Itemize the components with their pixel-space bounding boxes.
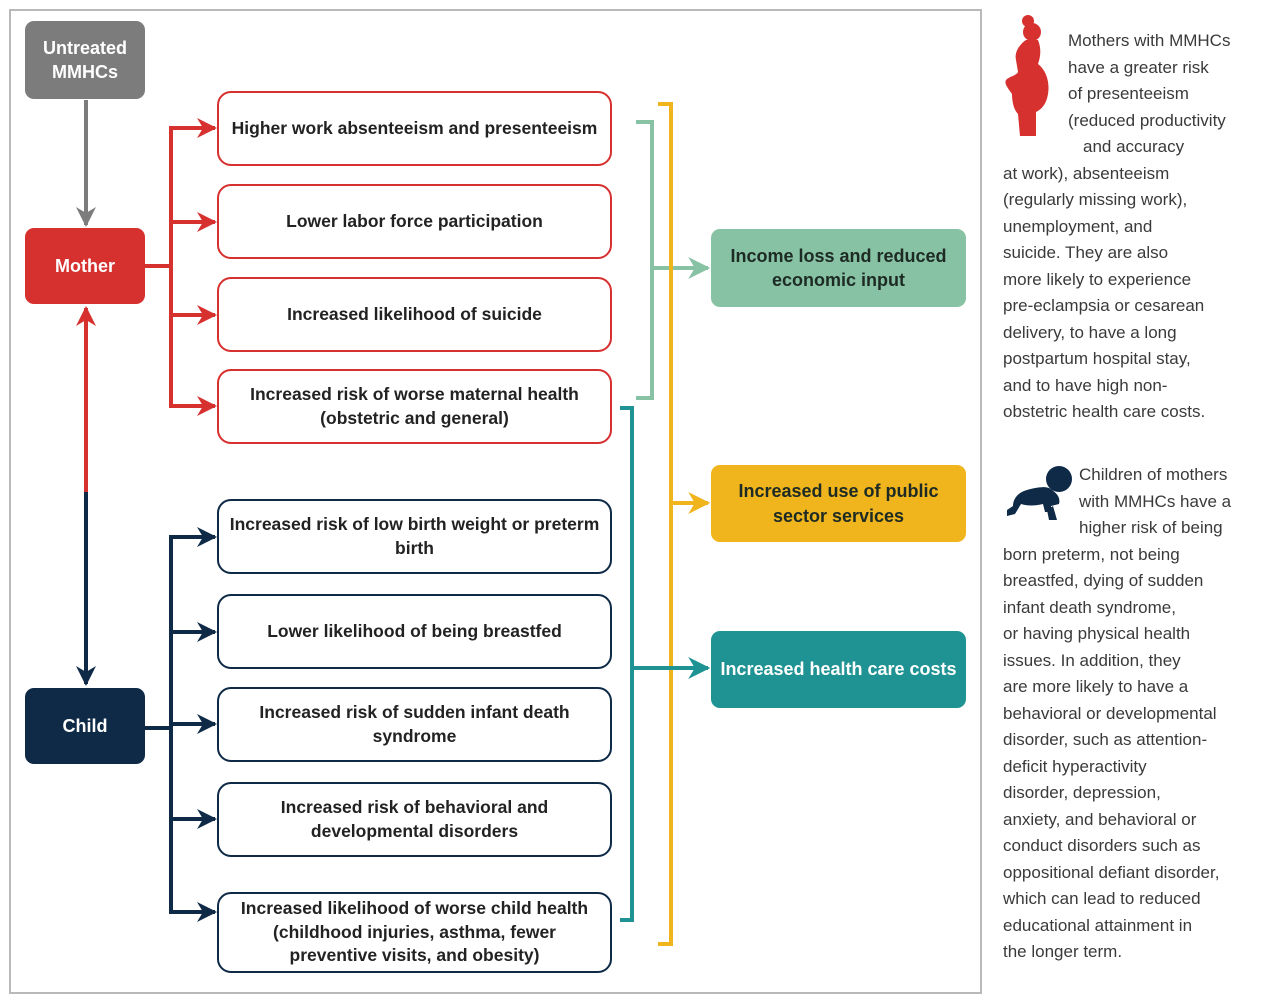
mother-description-line: unemployment, and [1003, 216, 1153, 236]
child-description-line: which can lead to reduced [1003, 889, 1201, 908]
mother-description-line: Mothers with MMHCs [1068, 31, 1231, 50]
child-description-line: disorder, such as attention- [1003, 730, 1208, 749]
mother-effect-text: Increased risk of worse maternal health … [250, 383, 579, 428]
mother-effect-text: Increased likelihood of suicide [287, 303, 542, 324]
child-description: Children of mothers with MMHCs have a hi… [1003, 462, 1265, 966]
child-description-line: the longer term. [1003, 942, 1123, 961]
mother-description-line: (regularly missing work), [1003, 190, 1188, 209]
income-loss-outcome: Income loss and reduced economic input [711, 229, 966, 307]
child-description-line: are more likely to have a [1003, 677, 1189, 696]
child-effect-text: Increased risk of low birth weight or pr… [229, 513, 600, 558]
child-description-line: issues. In addition, they [1003, 650, 1181, 670]
mother-effect-text: Higher work absenteeism and presenteeism [231, 117, 598, 138]
mother-description-line: delivery, to have a long [1003, 322, 1177, 342]
mother-label: Mother [55, 255, 115, 276]
mother-effect-box: Higher work absenteeism and presenteeism [217, 91, 612, 166]
mother-effect-box: Increased likelihood of suicide [217, 277, 612, 352]
mother-node: Mother [25, 228, 145, 304]
child-effect-text: Increased likelihood of worse child heal… [240, 898, 589, 966]
child-description-line: deficit hyperactivity [1003, 756, 1147, 776]
child-description-line: anxiety, and behavioral or [1003, 809, 1197, 829]
bracket-health [620, 406, 634, 922]
public-services-label: Increased use of public sector services [738, 481, 939, 526]
child-description-line: born preterm, not being [1003, 544, 1180, 564]
mother-description: Mothers with MMHCs have a greater risk o… [1003, 28, 1265, 426]
mother-effect-box: Increased risk of worse maternal health … [217, 369, 612, 444]
health-costs-outcome: Increased health care costs [711, 631, 966, 708]
child-description-line: or having physical health [1003, 624, 1191, 643]
untreated-mmhcs-node: Untreated MMHCs [25, 21, 145, 99]
child-description-line: infant death syndrome, [1003, 597, 1176, 617]
mother-effect-box: Lower labor force participation [217, 184, 612, 259]
mother-description-line: at work), absenteeism [1003, 163, 1170, 183]
mother-description-line: obstetric health care costs. [1003, 402, 1206, 421]
child-effect-text: Increased risk of sudden infant death sy… [259, 701, 570, 746]
untreated-mmhcs-label: Untreated MMHCs [42, 37, 127, 82]
child-node: Child [25, 688, 145, 764]
mother-description-line: postpartum hospital stay, [1003, 349, 1191, 368]
mother-description-line: and to have high non- [1003, 375, 1168, 395]
child-description-line: educational attainment in [1003, 915, 1193, 935]
child-effect-box: Increased risk of low birth weight or pr… [217, 499, 612, 574]
mother-description-line: and accuracy [1083, 137, 1185, 156]
child-description-line: with MMHCs have a [1079, 491, 1232, 511]
mother-description-line: of presenteeism [1068, 84, 1189, 103]
mother-description-line: more likely to experience [1003, 269, 1192, 289]
child-description-line: higher risk of being [1079, 518, 1223, 537]
public-services-outcome: Increased use of public sector services [711, 465, 966, 542]
child-effect-box: Increased likelihood of worse child heal… [217, 892, 612, 973]
income-loss-label: Income loss and reduced economic input [730, 245, 947, 290]
child-effect-box: Increased risk of sudden infant death sy… [217, 687, 612, 762]
child-effect-text: Lower likelihood of being breastfed [267, 620, 562, 641]
mother-description-line: pre-eclampsia or cesarean [1003, 296, 1205, 315]
child-effect-box: Increased risk of behavioral and develop… [217, 782, 612, 857]
child-description-line: oppositional defiant disorder, [1003, 862, 1220, 882]
child-effect-text: Increased risk of behavioral and develop… [280, 796, 549, 841]
mother-description-line: suicide. They are also [1003, 243, 1169, 262]
child-label: Child [62, 715, 108, 736]
mother-effect-text: Lower labor force participation [286, 210, 543, 231]
child-effect-box: Lower likelihood of being breastfed [217, 594, 612, 669]
child-description-line: behavioral or developmental [1003, 703, 1217, 723]
mother-description-line: have a greater risk [1068, 57, 1209, 77]
bracket-public [658, 102, 673, 946]
mother-description-line: (reduced productivity [1068, 110, 1226, 130]
child-description-line: breastfed, dying of sudden [1003, 571, 1204, 590]
child-description-line: conduct disorders such as [1003, 836, 1201, 855]
crawling-baby-icon [1007, 466, 1072, 520]
bracket-income [636, 120, 654, 400]
pregnant-woman-icon [1005, 15, 1049, 136]
child-description-line: disorder, depression, [1003, 783, 1161, 802]
child-description-line: Children of mothers [1079, 465, 1228, 484]
health-costs-label: Increased health care costs [720, 659, 957, 680]
